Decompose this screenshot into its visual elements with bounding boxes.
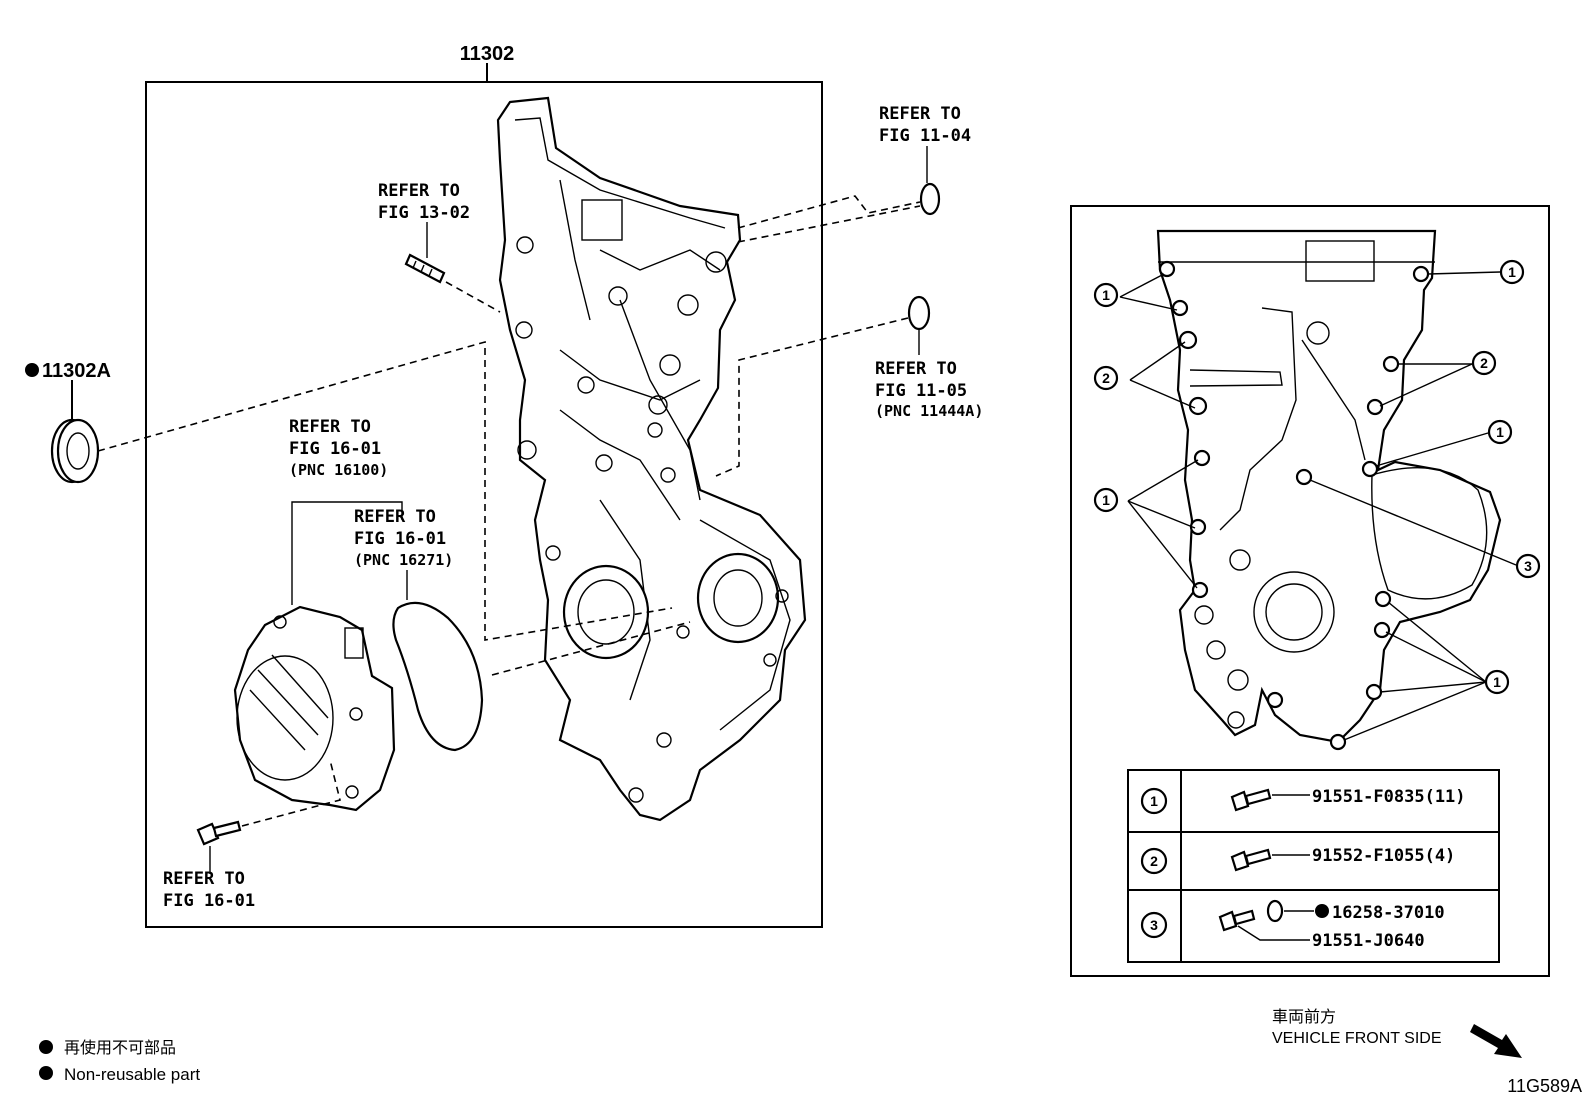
- pump-gasket[interactable]: [392, 601, 484, 752]
- refer-11-05-line2[interactable]: FIG 11-05: [875, 381, 967, 401]
- svg-text:3: 3: [1150, 917, 1158, 933]
- svg-text:2: 2: [1150, 853, 1158, 869]
- svg-text:91552-F1055(4): 91552-F1055(4): [1312, 846, 1455, 866]
- callout-1-d[interactable]: 1: [1093, 487, 1119, 513]
- refer-16-01-b-line1[interactable]: REFER TO: [354, 507, 436, 527]
- legend-dot-jp: [39, 1040, 53, 1054]
- assembly-frame: [145, 81, 823, 928]
- o-ring-upper[interactable]: [919, 182, 941, 216]
- non-reusable-dot: [25, 363, 39, 377]
- refer-13-02-line1[interactable]: REFER TO: [378, 181, 460, 201]
- svg-text:3: 3: [1524, 558, 1532, 574]
- bolt-table: [1127, 769, 1500, 963]
- cover-outline-view: [1156, 229, 1502, 744]
- water-pump[interactable]: [233, 605, 396, 812]
- refer-16-01-c-line1[interactable]: REFER TO: [163, 869, 245, 889]
- pump-bolt[interactable]: [196, 820, 242, 846]
- figure-id: 11G589A: [1507, 1076, 1582, 1096]
- direction-en: VEHICLE FRONT SIDE: [1272, 1030, 1442, 1047]
- refer-16-01-a-line3[interactable]: (PNC 16100): [289, 461, 388, 479]
- refer-16-01-c-line2[interactable]: FIG 16-01: [163, 891, 255, 911]
- o-ring-lower[interactable]: [907, 295, 931, 331]
- refer-16-01-a-line1[interactable]: REFER TO: [289, 417, 371, 437]
- callout-leaders: [1119, 271, 1517, 741]
- svg-text:2: 2: [1102, 370, 1110, 386]
- svg-text:91551-F0835(11): 91551-F0835(11): [1312, 787, 1466, 807]
- stud-dash-line: [445, 281, 501, 313]
- svg-text:1: 1: [1496, 424, 1504, 440]
- bolt-location-panel: [1070, 205, 1550, 977]
- oil-seal[interactable]: [50, 418, 100, 484]
- callout-2-b[interactable]: 2: [1471, 350, 1497, 376]
- svg-text:1: 1: [1102, 287, 1110, 303]
- svg-text:16258-37010: 16258-37010: [1332, 903, 1445, 923]
- legend-dot-en: [39, 1066, 53, 1080]
- seal-part-number[interactable]: 11302A: [42, 360, 111, 382]
- refer-16-01-b-line3[interactable]: (PNC 16271): [354, 551, 453, 569]
- callout-1-e[interactable]: 1: [1484, 669, 1510, 695]
- svg-text:1: 1: [1508, 264, 1516, 280]
- front-arrow-icon: [1470, 1024, 1522, 1058]
- seal-dash-line: [97, 340, 673, 641]
- bolt-hole-markers: [1158, 260, 1430, 751]
- timing-chain-cover[interactable]: [496, 96, 807, 822]
- refer-11-05-line3[interactable]: (PNC 11444A): [875, 402, 983, 420]
- pump-leader: [291, 501, 403, 605]
- gasket-dash-line: [491, 621, 691, 676]
- refer-11-04-line1[interactable]: REFER TO: [879, 104, 961, 124]
- refer-13-02-line2[interactable]: FIG 13-02: [378, 203, 470, 223]
- svg-text:1: 1: [1493, 674, 1501, 690]
- callout-3-a[interactable]: 3: [1515, 553, 1541, 579]
- svg-text:2: 2: [1480, 355, 1488, 371]
- refer-11-05-line1[interactable]: REFER TO: [875, 359, 957, 379]
- svg-text:91551-J0640: 91551-J0640: [1312, 931, 1425, 951]
- callout-1-c[interactable]: 1: [1487, 419, 1513, 445]
- bolt-table-row-2[interactable]: 2 91552-F1055(4): [1140, 846, 1455, 875]
- o-ring-upper-dash2: [737, 205, 921, 243]
- callout-1-b[interactable]: 1: [1499, 259, 1525, 285]
- o-ring-lower-dash: [715, 317, 909, 477]
- o-ring-upper-dash: [737, 195, 921, 229]
- bolt-table-row-3[interactable]: 3 16258-37010 91551-J0640: [1140, 899, 1445, 951]
- callout-1-a[interactable]: 1: [1093, 282, 1119, 308]
- callout-2-a[interactable]: 2: [1093, 365, 1119, 391]
- bolt-table-row-1[interactable]: 1 91551-F0835(11): [1140, 787, 1466, 815]
- svg-text:1: 1: [1102, 492, 1110, 508]
- svg-text:1: 1: [1150, 793, 1158, 809]
- pump-bolt-dash: [241, 759, 341, 827]
- legend-jp: 再使用不可部品: [64, 1038, 176, 1057]
- legend-en: Non-reusable part: [64, 1065, 200, 1084]
- refer-11-04-line2[interactable]: FIG 11-04: [879, 126, 971, 146]
- refer-16-01-a-line2[interactable]: FIG 16-01: [289, 439, 381, 459]
- assembly-part-number[interactable]: 11302: [460, 43, 515, 65]
- direction-jp: 車両前方: [1272, 1007, 1336, 1026]
- legend: 再使用不可部品 Non-reusable part: [39, 1038, 200, 1084]
- refer-16-01-b-line2[interactable]: FIG 16-01: [354, 529, 446, 549]
- stud-bolt[interactable]: [404, 253, 446, 284]
